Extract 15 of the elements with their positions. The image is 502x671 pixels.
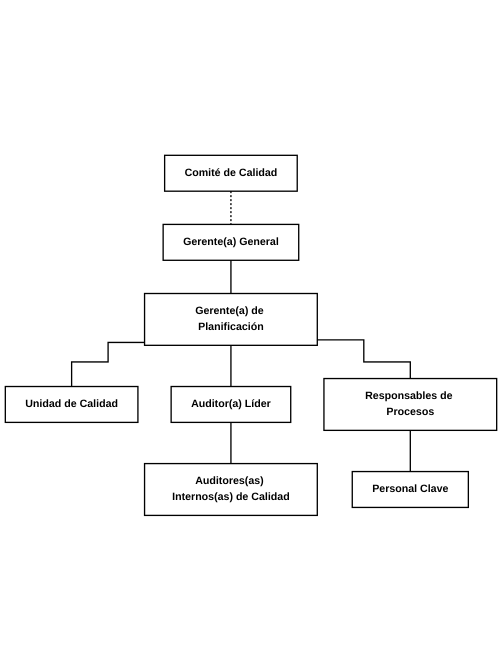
node-box: Auditores(as) Internos(as) de Calidad <box>144 463 318 516</box>
node-box: Comité de Calidad <box>164 154 298 192</box>
connector <box>230 422 232 464</box>
connector <box>317 339 411 380</box>
node-box: Responsables de Procesos <box>323 378 498 432</box>
node-box: Personal Clave <box>352 471 470 508</box>
connector <box>230 260 232 294</box>
node-box: Auditor(a) Líder <box>170 386 292 424</box>
connector <box>230 190 232 226</box>
node-box: Gerente(a) General <box>162 224 300 262</box>
node-box: Unidad de Calidad <box>4 386 139 424</box>
connector <box>70 342 145 388</box>
node-box: Gerente(a) de Planificación <box>144 292 318 346</box>
connector <box>230 344 232 388</box>
connector <box>410 430 411 472</box>
